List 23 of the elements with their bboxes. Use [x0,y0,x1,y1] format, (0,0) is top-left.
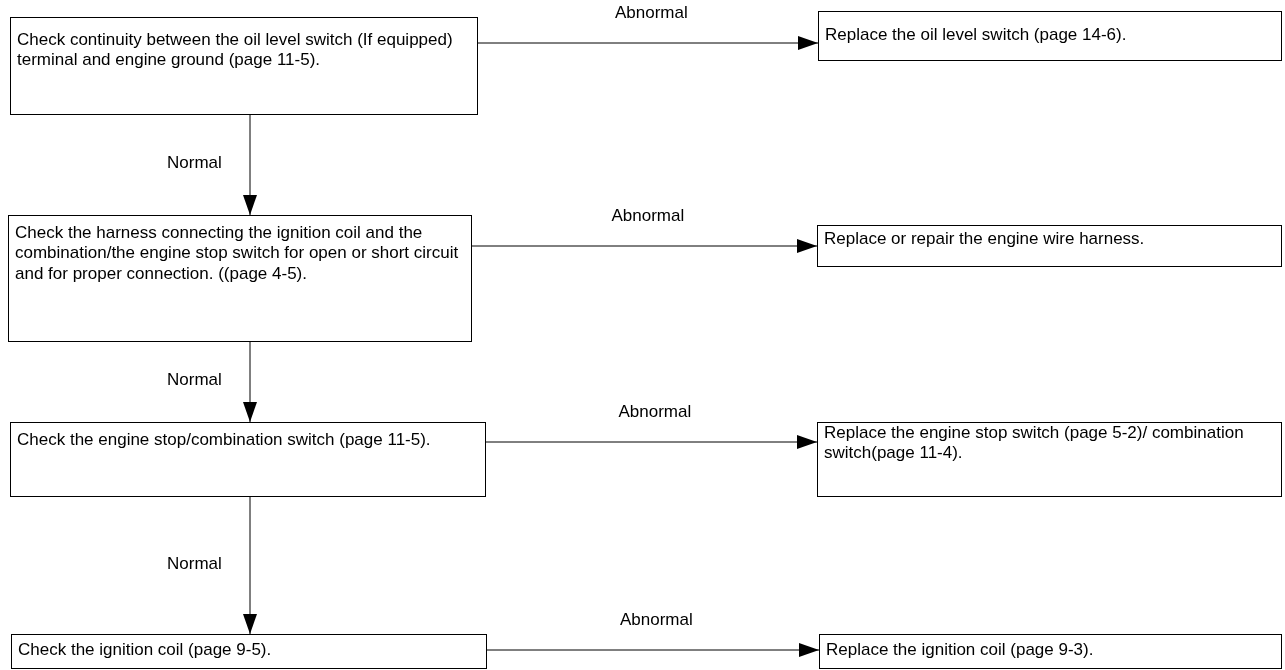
arrow [477,36,819,50]
step-text: Replace the ignition coil (page 9-3). [826,640,1094,661]
process-box [11,634,487,669]
arrow [243,341,257,423]
arrow [485,435,818,449]
process-box [8,215,472,342]
process-box [819,634,1282,669]
process-box [817,422,1282,497]
step-text: Check continuity between the oil level switch (If equipped) terminal and engine ground (page 11-5). [17,30,454,71]
step-text: Replace the oil level switch (page 14-6). [825,25,1127,46]
arrow [243,496,257,635]
process-box [817,225,1282,267]
process-box [10,17,478,115]
step-text: Replace the engine stop switch (page 5-2)/ combination switch(page 11-4). [824,423,1245,464]
process-box [10,422,486,497]
step-text: Replace or repair the engine wire harness. [824,229,1145,250]
step-text: Check the engine stop/combination switch (page 11-5). [17,430,431,451]
arrow [486,643,820,657]
arrow [243,114,257,216]
step-text: Check the ignition coil (page 9-5). [18,640,272,661]
process-box [818,11,1282,61]
arrow [471,239,818,253]
step-text: Check the harness connecting the ignition coil and the combination/the engine stop switch for open or short circuit and for proper connection. ((page 4-5). [15,223,460,285]
